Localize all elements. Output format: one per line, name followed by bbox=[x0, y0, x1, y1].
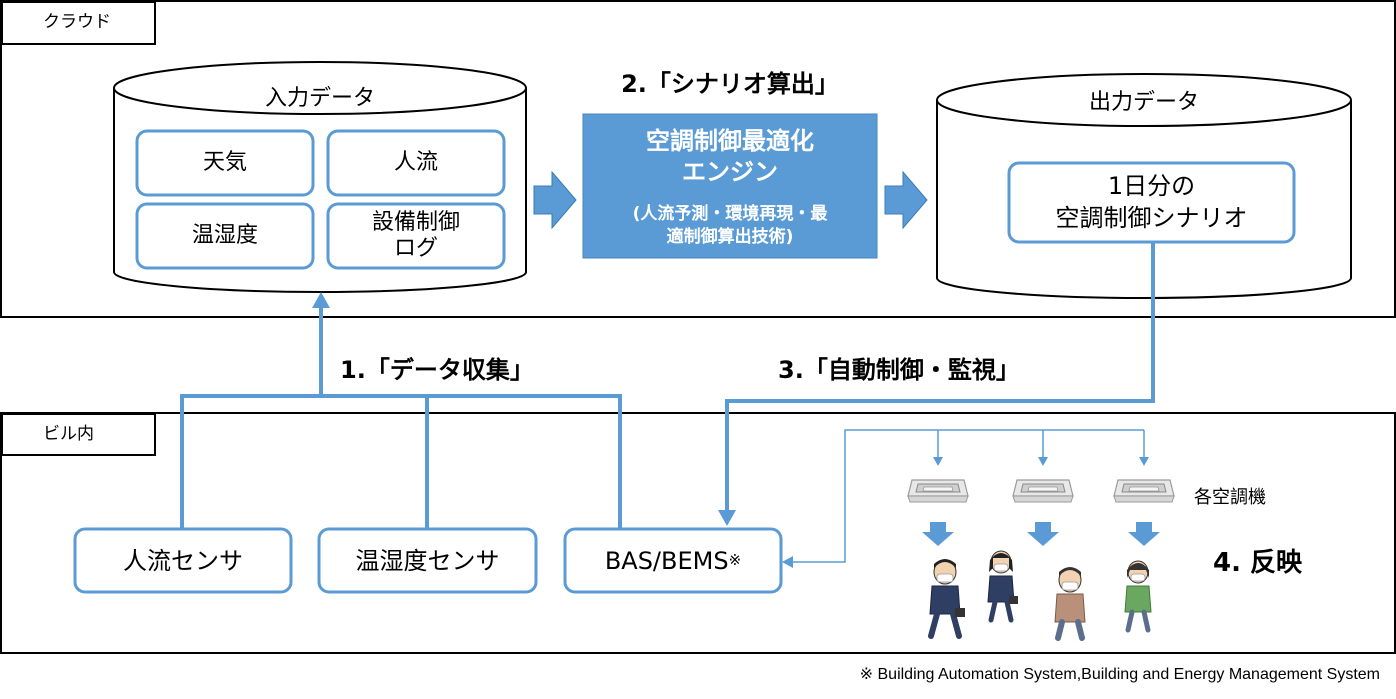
input-item-people-flow-box bbox=[326, 129, 506, 197]
engine-box bbox=[582, 113, 878, 259]
people-flow-sensor-box bbox=[73, 527, 293, 594]
ac-unit-icon bbox=[1113, 479, 1175, 503]
hvac-arrowhead-1 bbox=[933, 457, 943, 466]
footnote: ※ Building Automation System,Building an… bbox=[859, 666, 1380, 683]
engine-subtitle: (人流予測・環境再現・最 適制御算出技術) bbox=[632, 204, 828, 247]
input-item-equipment-log: 設備制御 ログ bbox=[371, 209, 460, 261]
control-line bbox=[725, 242, 1155, 512]
temp-humidity-sensor-box bbox=[317, 527, 538, 594]
person-icon bbox=[1124, 560, 1152, 633]
step-control-label: 3.「自動制御・監視」 bbox=[778, 356, 1020, 384]
step-collect-label: 1.「データ収集」 bbox=[340, 356, 534, 384]
down-block-arrow bbox=[1027, 522, 1059, 546]
cloud-zone-frame bbox=[0, 0, 1396, 318]
input-item-people-flow: 人流 bbox=[393, 150, 438, 176]
person-icon bbox=[928, 559, 965, 639]
output-data-title: 出力データ bbox=[1088, 90, 1199, 115]
person-icon bbox=[987, 550, 1018, 623]
feedback-arrowhead bbox=[782, 556, 793, 568]
collect-arrowhead bbox=[312, 292, 330, 308]
building-zone-label: ビル内 bbox=[1, 413, 156, 456]
input-item-equipment-log-box bbox=[326, 202, 506, 270]
building-zone-frame bbox=[0, 412, 1396, 654]
control-arrowhead bbox=[718, 510, 736, 526]
bas-bems-text: BAS/BEMS bbox=[604, 546, 729, 575]
hvac-arrowhead-3 bbox=[1139, 457, 1149, 466]
step-reflect-label: 4. 反映 bbox=[1213, 548, 1303, 578]
data-collection-lines bbox=[180, 306, 622, 528]
ac-unit-icon bbox=[907, 479, 969, 503]
input-item-weather: 天気 bbox=[202, 150, 247, 176]
down-block-arrow bbox=[1128, 522, 1160, 546]
down-block-arrow bbox=[922, 522, 954, 546]
cloud-zone-label: クラウド bbox=[1, 1, 156, 45]
input-data-title: 入力データ bbox=[264, 86, 375, 111]
temp-humidity-sensor: 温湿度センサ bbox=[355, 546, 500, 575]
output-item-scenario: 1日分の 空調制御シナリオ bbox=[1055, 172, 1248, 232]
bas-bems-box bbox=[563, 527, 783, 594]
hvac-feedback-lines bbox=[790, 429, 1145, 563]
hvac-units-label: 各空調機 bbox=[1194, 487, 1266, 508]
block-arrow-to-engine bbox=[533, 170, 577, 230]
bas-bems-label: BAS/BEMS※ bbox=[565, 529, 781, 592]
input-item-temp-humidity-box bbox=[135, 202, 315, 270]
person-icon bbox=[1054, 567, 1086, 641]
people-flow-sensor: 人流センサ bbox=[123, 546, 243, 575]
input-item-weather-box bbox=[135, 129, 315, 197]
ac-unit-icon bbox=[1012, 479, 1074, 503]
input-item-temp-humidity: 温湿度 bbox=[191, 223, 258, 249]
hvac-arrowhead-2 bbox=[1038, 457, 1048, 466]
bas-bems-footnote-mark: ※ bbox=[728, 551, 742, 570]
engine-title: 空調制御最適化 エンジン bbox=[646, 126, 814, 186]
block-arrow-to-output bbox=[884, 170, 928, 230]
step-scenario-label: 2.「シナリオ算出」 bbox=[621, 70, 839, 98]
